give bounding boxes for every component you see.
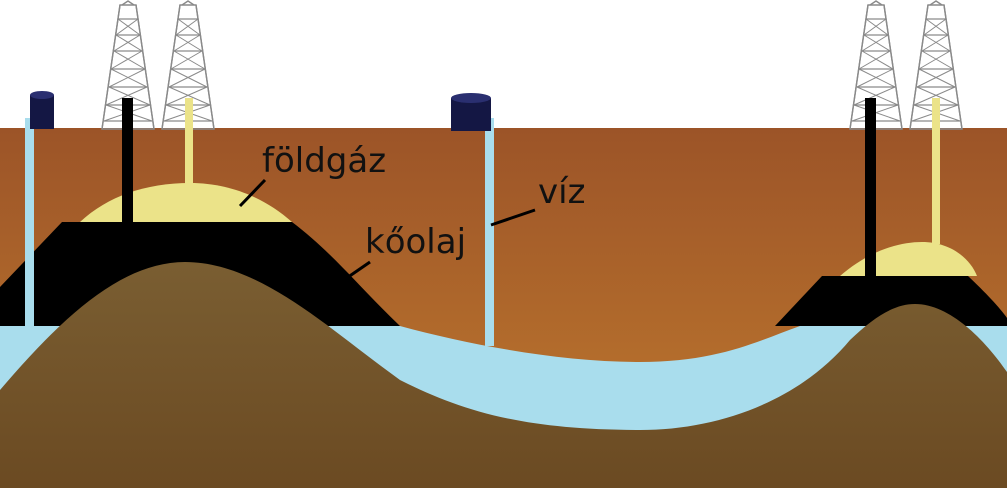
oil-leader-line bbox=[337, 260, 371, 286]
gas-leader-line bbox=[238, 178, 267, 208]
storage-tank-icon bbox=[451, 93, 491, 131]
sky bbox=[0, 0, 1007, 128]
water-leader-line bbox=[490, 208, 536, 227]
storage-tank-icon bbox=[30, 91, 54, 129]
water-pipe-center bbox=[485, 118, 494, 346]
oil-pipe-right bbox=[865, 98, 876, 276]
oil-pipe-left bbox=[122, 98, 133, 222]
bedrock-dome bbox=[0, 262, 1007, 488]
oil-layer-right bbox=[775, 276, 1007, 326]
gas-pipe-right bbox=[932, 98, 940, 244]
water-label: víz bbox=[538, 172, 585, 212]
gas-pipe-left bbox=[185, 98, 193, 184]
oil-label: kőolaj bbox=[365, 222, 466, 262]
gas-label: földgáz bbox=[262, 141, 386, 181]
water-pipe-left bbox=[25, 118, 34, 328]
